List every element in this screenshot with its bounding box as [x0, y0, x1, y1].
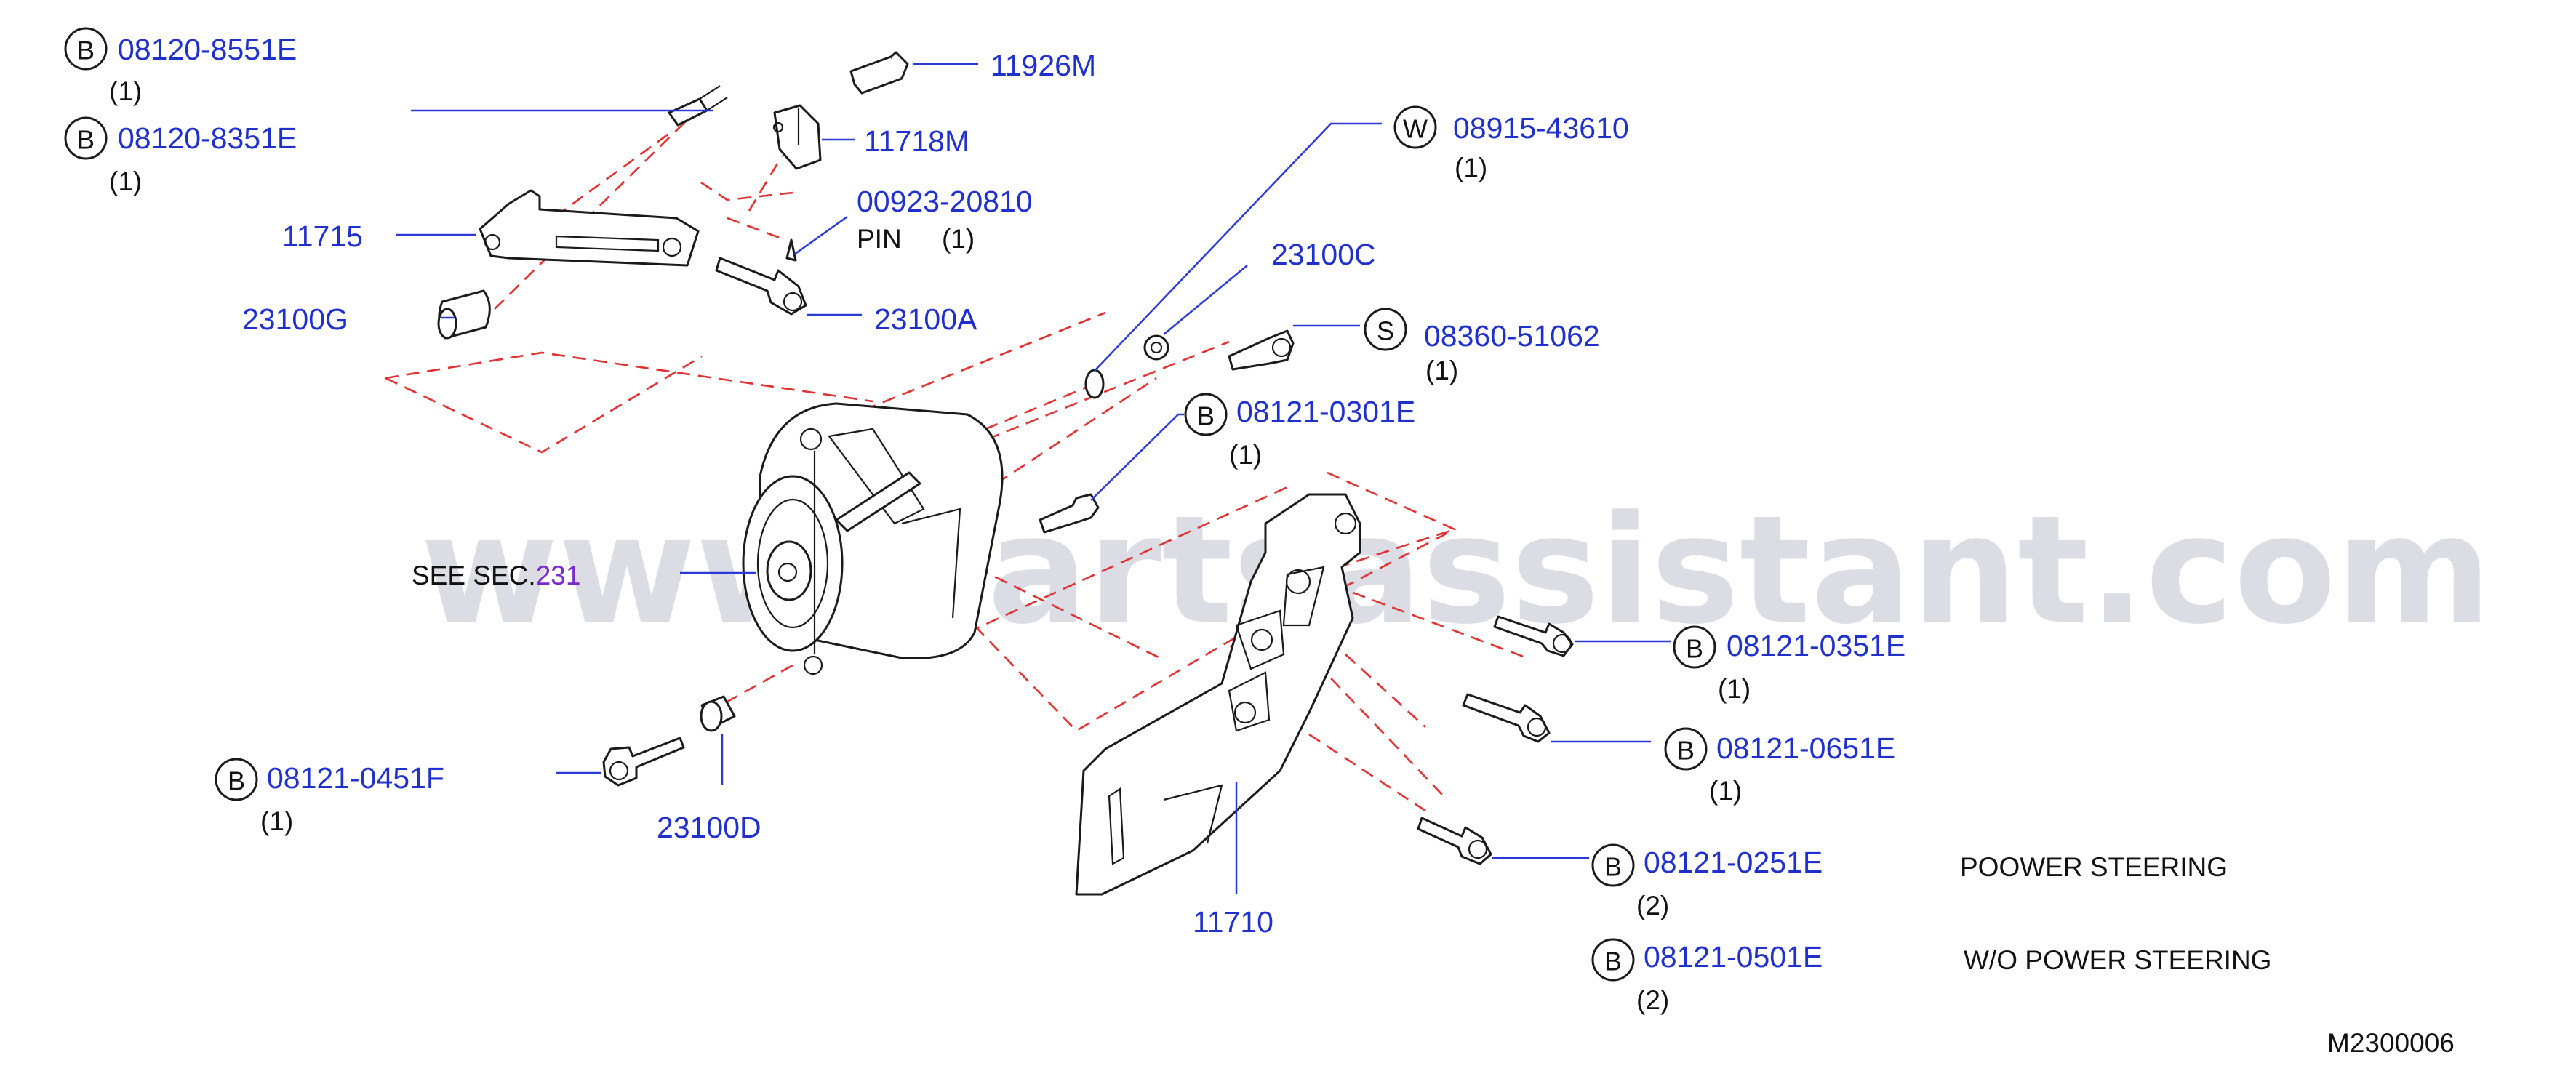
badge-letter: B	[1677, 736, 1695, 766]
nut-23100C	[1143, 334, 1169, 361]
badge-letter: B	[1686, 634, 1703, 664]
badge-letter: B	[1604, 947, 1622, 976]
callout-11718M[interactable]: 11718M	[864, 124, 969, 158]
callout-08915-43610[interactable]: W 08915-43610 (1)	[1393, 105, 1629, 182]
part-number: 00923-20810	[857, 185, 1033, 218]
badge-circle	[215, 758, 258, 801]
part-number: 08121-0301E	[1236, 395, 1415, 428]
callout-08120-8551E[interactable]: B 08120-8551E (1)	[64, 27, 297, 106]
callout-08120-8351E[interactable]: B 08120-8351E (1)	[64, 116, 297, 196]
svg-text:SEE SEC.231: SEE SEC.231	[412, 561, 580, 590]
callout-23100C[interactable]: 23100C	[1271, 238, 1376, 271]
quantity: (1)	[1709, 776, 1742, 806]
leader-lines	[396, 63, 1671, 894]
bracket-11715	[479, 189, 700, 267]
bracket-11710	[1075, 493, 1361, 896]
quantity: (1)	[1425, 356, 1458, 385]
note-power-steering: POOWER STEERING	[1960, 852, 2228, 882]
bolt-08121-0351E	[1493, 615, 1574, 657]
part-number: 11715	[282, 220, 363, 253]
callout-11710[interactable]: 11710	[1193, 905, 1273, 939]
bolt-08121-0451F	[602, 737, 685, 787]
bolt-11926M	[849, 51, 909, 95]
callout-23100D[interactable]: 23100D	[657, 811, 761, 844]
bolt-08360-51062	[1228, 329, 1295, 371]
callout-11926M[interactable]: 11926M	[991, 49, 1096, 82]
callout-08360-51062[interactable]: S 08360-51062 (1)	[1364, 308, 1600, 385]
callout-08121-0501E[interactable]: B 08121-0501E (2)	[1591, 938, 1823, 1015]
badge-letter: B	[228, 766, 245, 796]
part-number: 08121-0251E	[1644, 846, 1823, 879]
callout-00923-20810[interactable]: 00923-20810 PIN (1)	[857, 185, 1033, 254]
callout-23100A[interactable]: 23100A	[874, 302, 977, 336]
quantity: (1)	[109, 167, 142, 196]
badge-circle	[64, 27, 108, 71]
callout-08121-0651E[interactable]: B 08121-0651E (1)	[1664, 727, 1895, 806]
callout-08121-0451F[interactable]: B 08121-0451F (1)	[215, 758, 444, 836]
quantity: (1)	[260, 806, 293, 836]
bolt-23100A	[715, 257, 807, 316]
part-number: 23100C	[1271, 238, 1376, 271]
callout-08121-0301E[interactable]: B 08121-0301E (1)	[1184, 393, 1415, 470]
badge-letter: B	[77, 125, 95, 155]
badge-circle	[1591, 843, 1635, 887]
bolt-08120-8551E	[668, 85, 728, 127]
quantity: (1)	[1229, 440, 1262, 470]
clip-11718M	[772, 104, 822, 170]
callout-08121-0351E[interactable]: B 08121-0351E (1)	[1673, 625, 1905, 704]
diagram-code: M2300006	[2327, 1028, 2455, 1058]
see-section-prefix: SEE SEC.	[412, 561, 536, 590]
alternator-assembly	[742, 402, 1004, 675]
badge-letter: W	[1403, 114, 1428, 144]
see-section-reference[interactable]: SEE SEC.231	[412, 561, 580, 590]
badge-circle	[1673, 625, 1716, 669]
callout-08121-0251E[interactable]: B 08121-0251E (2)	[1591, 843, 1823, 920]
quantity: (1)	[942, 224, 975, 254]
bushing-23100G	[437, 289, 491, 340]
part-number: 11710	[1193, 905, 1273, 939]
part-number: 08121-0651E	[1716, 731, 1895, 765]
badge-letter: S	[1377, 316, 1394, 346]
part-description: PIN	[857, 224, 902, 254]
callout-11715[interactable]: 11715	[282, 220, 363, 253]
badge-circle	[1393, 105, 1437, 149]
part-number: 08120-8351E	[118, 121, 297, 155]
part-number: 08121-0501E	[1644, 940, 1823, 974]
see-section-number: 231	[536, 561, 581, 590]
callout-23100G[interactable]: 23100G	[242, 302, 348, 336]
part-number: 23100A	[874, 302, 977, 336]
part-number: 08915-43610	[1453, 111, 1629, 145]
part-number: 08360-51062	[1424, 319, 1600, 353]
quantity: (2)	[1636, 891, 1669, 920]
quantity: (1)	[109, 76, 142, 106]
badge-circle	[1664, 727, 1708, 771]
bolt-08121-0301E	[1039, 493, 1100, 534]
part-number: 08121-0451F	[267, 761, 444, 795]
washer-08915-43610	[1084, 369, 1105, 399]
quantity: (2)	[1636, 985, 1669, 1015]
badge-letter: B	[1604, 852, 1622, 882]
badge-circle	[64, 116, 108, 160]
pin-00923-20810	[785, 238, 797, 262]
spacer-23100D	[700, 695, 736, 732]
part-number: 23100G	[242, 302, 348, 336]
badge-circle	[1591, 938, 1635, 982]
badge-letter: B	[77, 36, 95, 65]
part-number: 11718M	[864, 124, 969, 158]
badge-circle	[1364, 308, 1407, 351]
part-number: 23100D	[657, 811, 761, 844]
part-number: 11926M	[991, 49, 1096, 82]
quantity: (1)	[1455, 153, 1487, 182]
note-without-power-steering: W/O POWER STEERING	[1964, 945, 2271, 975]
quantity: (1)	[1718, 674, 1751, 704]
bolt-08121-0251E	[1417, 817, 1492, 865]
bolt-08121-0651E	[1462, 693, 1551, 743]
badge-circle	[1184, 393, 1228, 436]
badge-letter: B	[1197, 401, 1215, 431]
part-number: 08120-8551E	[118, 33, 297, 66]
part-number: 08121-0351E	[1727, 629, 1905, 662]
